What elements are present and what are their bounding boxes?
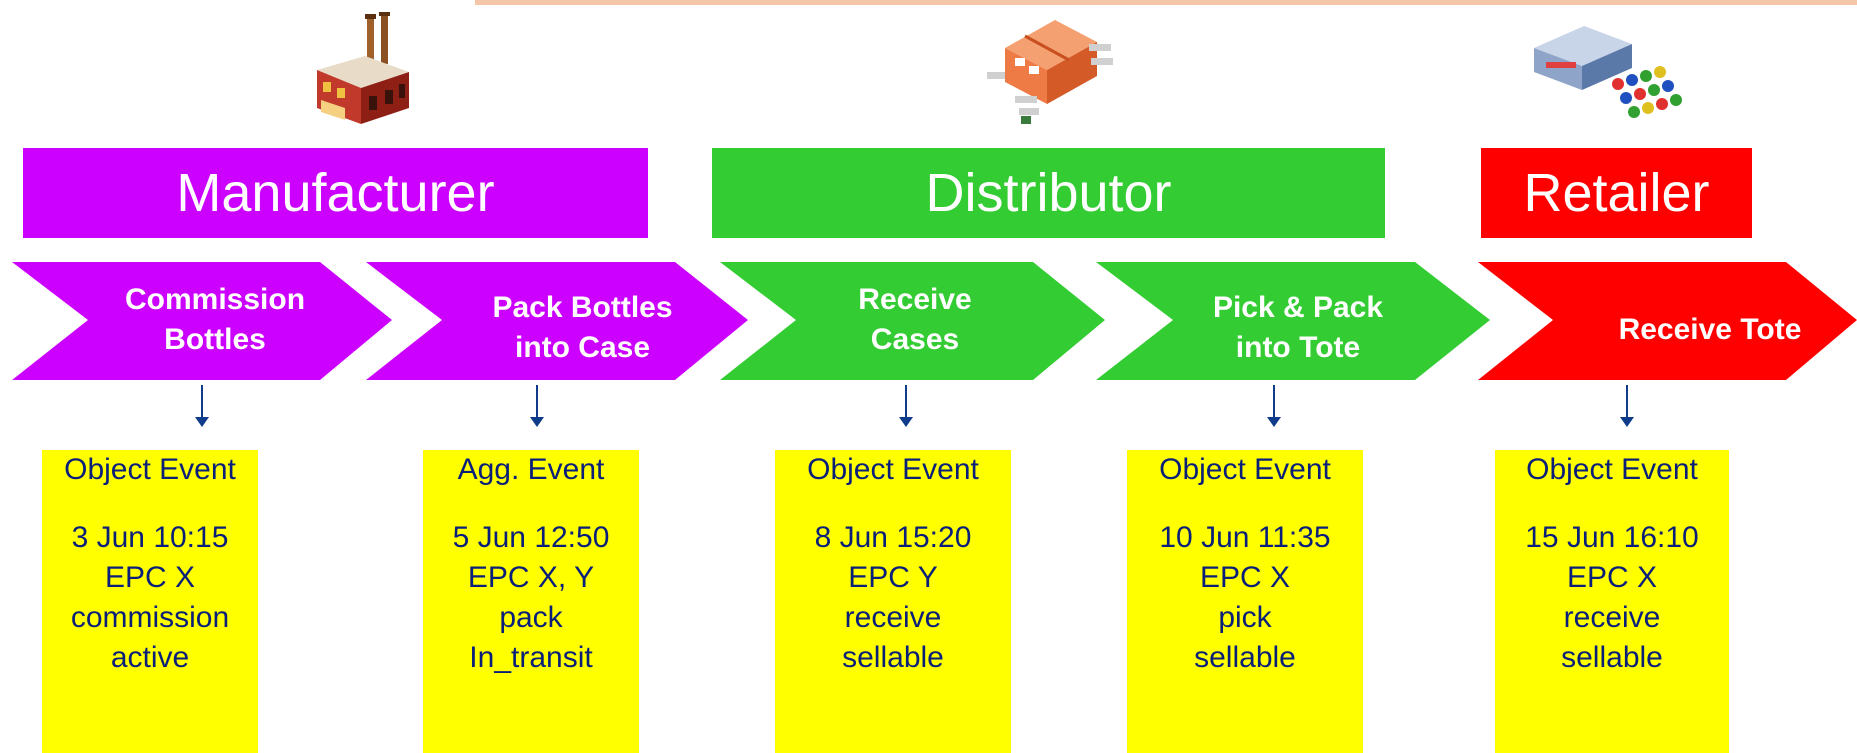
manufacturer-band: Manufacturer	[23, 148, 648, 238]
event-time: 10 Jun 11:35	[1159, 521, 1331, 554]
factory-icon	[317, 12, 409, 124]
event-type: Object Event	[1159, 453, 1331, 486]
event-action: pack	[499, 601, 563, 634]
event-time: 3 Jun 10:15	[71, 521, 229, 554]
chevron-receive-tote	[1478, 262, 1857, 380]
event-type: Agg. Event	[457, 453, 605, 486]
event-type: Object Event	[1526, 453, 1698, 486]
event-note-shape	[423, 450, 639, 753]
event-note-pick: Object Event 10 Jun 11:35 EPC X pick sel…	[1130, 450, 1360, 678]
event-note-shape	[775, 450, 1011, 753]
event-time: 15 Jun 16:10	[1525, 521, 1699, 554]
retailer-band: Retailer	[1481, 148, 1752, 238]
event-type: Object Event	[64, 453, 236, 486]
event-epc: EPC X	[1566, 561, 1658, 594]
event-action: pick	[1218, 601, 1272, 634]
header-divider	[475, 0, 1857, 5]
event-note-shape	[42, 450, 258, 753]
event-status: sellable	[1194, 641, 1296, 674]
chevron-commission-bottles	[12, 262, 392, 380]
event-note-receive-cases: Object Event 8 Jun 15:20 EPC Y receive s…	[778, 450, 1008, 678]
event-epc: EPC X, Y	[467, 561, 595, 594]
event-epc: EPC X	[1199, 561, 1291, 594]
event-note-pack: Agg. Event 5 Jun 12:50 EPC X, Y pack In_…	[426, 450, 636, 678]
down-arrow-icon	[195, 385, 209, 427]
manufacturer-label: Manufacturer	[176, 163, 495, 223]
event-action: commission	[70, 601, 230, 634]
retailer-label: Retailer	[1523, 163, 1710, 223]
down-arrow-icon	[530, 385, 544, 427]
chevron-pick-pack	[1096, 262, 1490, 380]
down-arrow-icon	[1267, 385, 1281, 427]
event-epc: EPC X	[104, 561, 196, 594]
event-status: sellable	[842, 641, 944, 674]
event-action: receive	[1563, 601, 1661, 634]
event-action: receive	[844, 601, 942, 634]
event-status: active	[110, 641, 190, 674]
event-note-shape	[1127, 450, 1363, 753]
warehouse-icon	[987, 20, 1113, 124]
chevron-receive-cases	[720, 262, 1105, 380]
event-note-receive-tote: Object Event 15 Jun 16:10 EPC X receive …	[1498, 450, 1726, 678]
event-status: In_transit	[469, 641, 593, 674]
event-type: Object Event	[807, 453, 979, 486]
event-note-commission: Object Event 3 Jun 10:15 EPC X commissio…	[45, 450, 255, 678]
down-arrow-icon	[899, 385, 913, 427]
chevron-pack-bottles	[366, 262, 748, 380]
down-arrow-icon	[1620, 385, 1634, 427]
distributor-band: Distributor	[712, 148, 1385, 238]
store-icon	[1534, 26, 1682, 118]
event-epc: EPC Y	[848, 561, 938, 594]
distributor-label: Distributor	[925, 163, 1172, 223]
event-status: sellable	[1561, 641, 1663, 674]
event-note-shape	[1495, 450, 1729, 753]
step-label-receive-tote: Receive Tote	[1618, 313, 1802, 346]
event-time: 5 Jun 12:50	[452, 521, 610, 554]
event-time: 8 Jun 15:20	[814, 521, 972, 554]
